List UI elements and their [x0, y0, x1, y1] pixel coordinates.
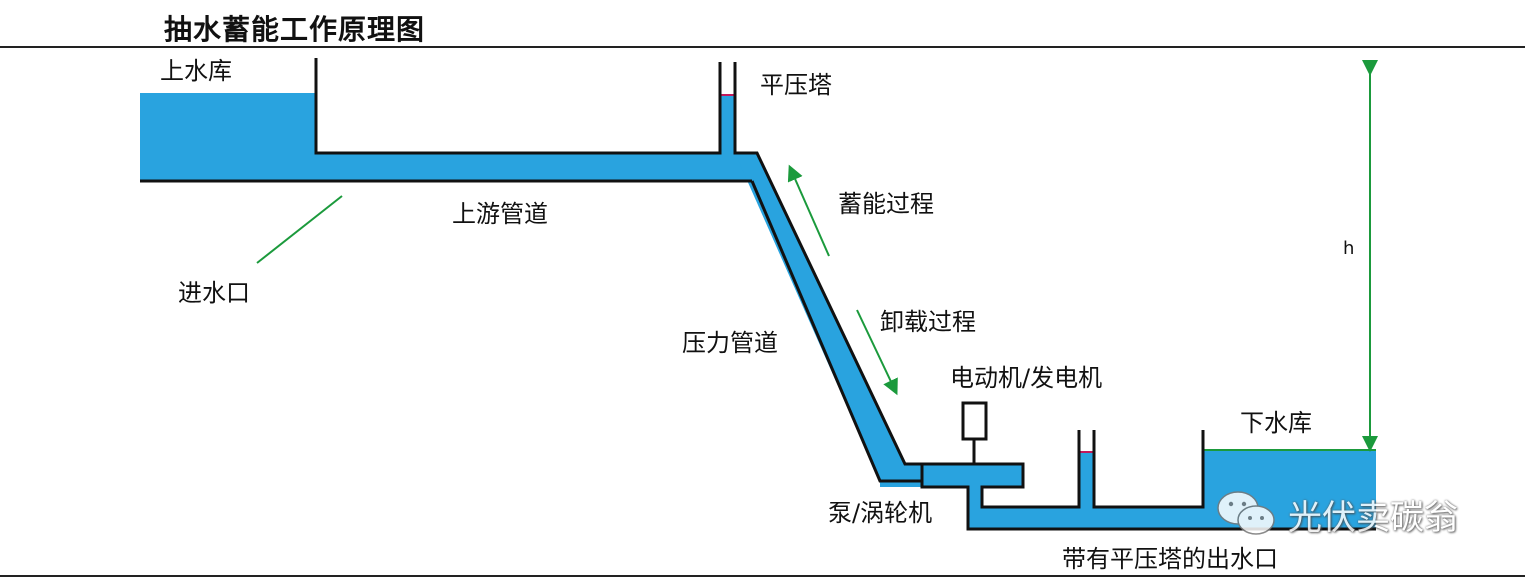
pump-turbine-label: 泵/涡轮机: [828, 499, 932, 527]
surge-tower-water: [720, 95, 735, 153]
watermark: 光伏卖碳翁: [1216, 488, 1458, 540]
watermark-text: 光伏卖碳翁: [1288, 497, 1458, 538]
wechat-icon: [1217, 491, 1275, 535]
turbine-housing-wall: [920, 464, 1376, 531]
motor-generator-label: 电动机/发电机: [950, 364, 1102, 392]
surge-tower-wall: [733, 62, 1081, 509]
outlet-label: 带有平压塔的出水口: [1062, 545, 1278, 573]
page-title: 抽水蓄能工作原理图: [164, 13, 426, 46]
upper-reservoir-wall: [314, 58, 722, 155]
penstock-water: [735, 153, 905, 481]
motor-generator-box: [961, 401, 988, 441]
top-divider: [0, 46, 1525, 48]
storage-process-arrow: [787, 164, 830, 257]
outlet-surge-water: [1079, 452, 1094, 507]
intake-pointer: [256, 195, 343, 264]
upstream-pipe-water: [316, 153, 752, 181]
height-label: h: [1343, 238, 1354, 259]
unload-process-label: 卸载过程: [880, 308, 976, 336]
turbine-housing-water: [880, 464, 1023, 487]
bottom-divider: [0, 575, 1525, 577]
surge-tower-label: 平压塔: [760, 71, 832, 99]
unload-process-arrow: [856, 309, 898, 396]
upper-reservoir-water: [140, 93, 316, 181]
penstock-label: 压力管道: [682, 329, 778, 357]
outlet-surge-wall: [1092, 430, 1205, 509]
pipe-walls: [140, 58, 1376, 531]
lower-reservoir-label: 下水库: [1240, 409, 1312, 437]
storage-process-label: 蓄能过程: [838, 190, 934, 218]
intake-label: 进水口: [178, 279, 250, 307]
upstream-pipe-label: 上游管道: [452, 200, 548, 228]
upper-reservoir-label: 上水库: [160, 57, 232, 85]
